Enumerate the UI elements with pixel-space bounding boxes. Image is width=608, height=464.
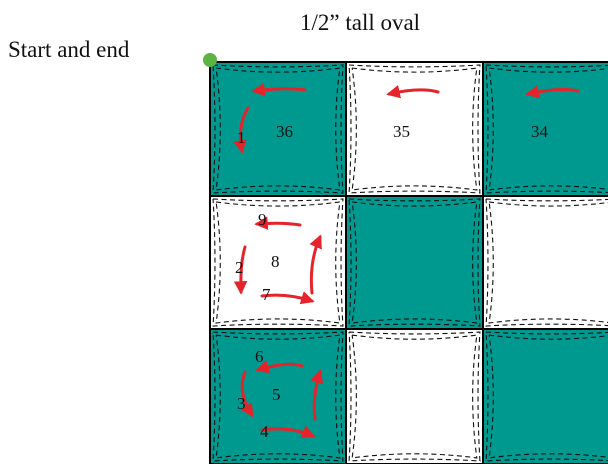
dashed-oval <box>488 201 608 324</box>
sequence-number-36: 36 <box>276 122 293 141</box>
dashed-oval <box>488 334 608 459</box>
dashed-oval <box>348 198 481 327</box>
dashed-oval <box>351 334 478 459</box>
dashed-oval <box>215 334 341 459</box>
stitch-arrow <box>260 291 315 305</box>
dashed-oval <box>351 67 478 191</box>
diagram-title: 1/2” tall oval <box>300 10 421 35</box>
sequence-number-9: 9 <box>258 210 267 229</box>
block-cell <box>210 196 346 329</box>
sequence-number-2: 2 <box>235 258 244 277</box>
block-cell <box>346 62 483 196</box>
stitch-arrow <box>255 360 304 374</box>
stitch-arrow <box>310 369 324 421</box>
sequence-number-8: 8 <box>271 252 280 271</box>
sequence-number-3: 3 <box>237 394 246 413</box>
sequence-number-6: 6 <box>255 347 264 366</box>
sequence-number-35: 35 <box>393 122 410 141</box>
block-cell <box>483 329 608 464</box>
dashed-oval <box>488 67 608 191</box>
dashed-oval <box>215 67 341 191</box>
dashed-oval <box>485 331 608 462</box>
sequence-number-1: 1 <box>237 128 246 147</box>
block-cell <box>483 62 608 196</box>
dashed-oval <box>351 201 478 324</box>
block-cell <box>483 196 608 329</box>
stitch-arrow <box>233 106 250 154</box>
stitch-arrow <box>254 216 302 230</box>
block-cells <box>210 62 608 464</box>
sequence-number-7: 7 <box>262 285 271 304</box>
block-grid-lines <box>209 61 608 464</box>
dashed-oval <box>212 64 344 194</box>
dashed-oval <box>348 331 481 462</box>
dashed-oval <box>212 198 344 327</box>
dashed-oval <box>212 331 344 462</box>
stitch-arrow <box>309 234 322 295</box>
start-and-end-label: Start and end <box>8 37 130 62</box>
block-cell <box>210 62 346 196</box>
dashed-oval <box>348 64 481 194</box>
stitch-arrow <box>251 82 307 97</box>
stitch-arrow <box>240 370 254 418</box>
dashed-oval <box>485 64 608 194</box>
stitch-arrow <box>233 245 248 295</box>
stitch-path-arrows <box>233 82 580 438</box>
sequence-number-4: 4 <box>260 422 269 441</box>
block-cell <box>346 196 483 329</box>
block-cell <box>210 329 346 464</box>
block-cell <box>346 329 483 464</box>
stitch-arrow <box>525 85 580 99</box>
stitch-arrow <box>260 425 316 438</box>
dashed-oval <box>215 201 341 324</box>
dashed-oval-guides <box>212 64 608 462</box>
sequence-number-34: 34 <box>531 122 549 141</box>
dashed-oval <box>485 198 608 327</box>
stitch-arrow <box>386 85 440 99</box>
sequence-number-5: 5 <box>272 385 281 404</box>
start-end-dot <box>203 53 217 67</box>
